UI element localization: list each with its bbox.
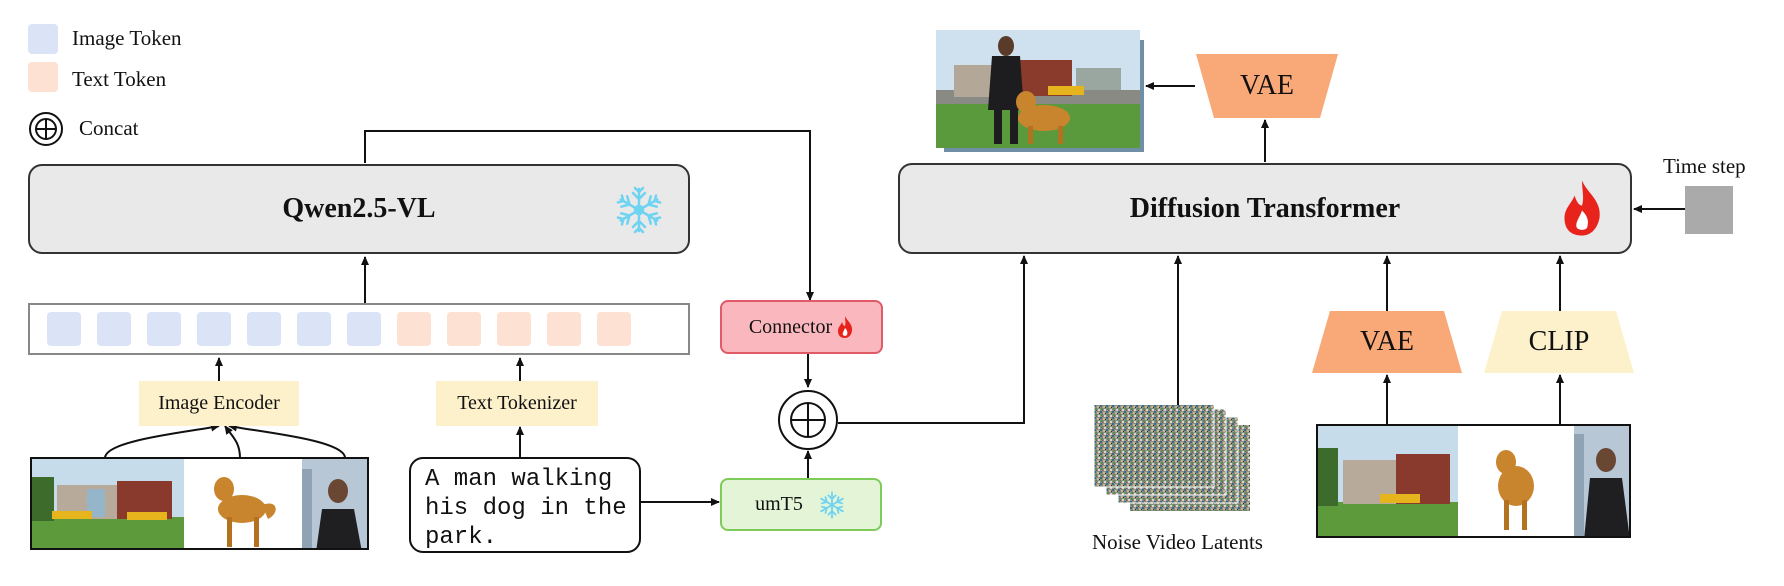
snowflake-icon bbox=[615, 186, 663, 234]
conditioning-images-picture bbox=[1318, 426, 1629, 536]
image3-to-encoder-arrow bbox=[228, 423, 346, 459]
umt5-label: umT5 bbox=[755, 493, 803, 515]
legend-image-token-label: Image Token bbox=[72, 26, 182, 50]
clip-label: CLIP bbox=[1528, 326, 1590, 357]
vae-decoder-shape bbox=[1196, 54, 1338, 118]
qwen-label: Qwen2.5-VL bbox=[282, 193, 436, 224]
vae-encoder-block: VAE bbox=[1312, 311, 1462, 373]
text-token bbox=[497, 312, 531, 346]
text-prompt: A man walking his dog in the park. bbox=[409, 457, 641, 553]
concat-icon bbox=[778, 390, 838, 450]
qwen-to-connector-arrow bbox=[364, 130, 814, 301]
image1-to-encoder-arrow bbox=[104, 423, 220, 459]
vae-decoder-block: VAE bbox=[1196, 54, 1338, 118]
concat-to-dit-arrow bbox=[838, 255, 1028, 424]
image-token bbox=[97, 312, 131, 346]
conditioning-reference-images bbox=[1316, 424, 1631, 538]
image-token bbox=[247, 312, 281, 346]
diffusion-transformer-block: Diffusion Transformer bbox=[898, 163, 1632, 254]
clip-block: CLIP bbox=[1484, 311, 1634, 373]
image2-to-encoder-arrow bbox=[224, 425, 241, 459]
vae-encoder-shape bbox=[1312, 311, 1462, 373]
vae-encoder-label: VAE bbox=[1360, 326, 1414, 357]
fire-icon bbox=[1564, 180, 1600, 236]
clip-shape bbox=[1484, 311, 1634, 373]
qwen-block: Qwen2.5-VL bbox=[28, 164, 690, 254]
output-video-picture bbox=[936, 30, 1144, 152]
legend-text-token-swatch bbox=[28, 62, 58, 92]
legend-concat-label: Concat bbox=[79, 116, 139, 140]
concat-legend-icon bbox=[29, 112, 63, 146]
image-token bbox=[347, 312, 381, 346]
image-token bbox=[47, 312, 81, 346]
connector-block: Connector bbox=[720, 300, 883, 354]
legend-text-token-label: Text Token bbox=[72, 67, 167, 91]
snowflake-icon bbox=[818, 491, 846, 518]
noise-latents-picture bbox=[1094, 405, 1250, 511]
text-tokenizer-block: Text Tokenizer bbox=[436, 381, 598, 426]
vae-decoder-label: VAE bbox=[1240, 70, 1294, 101]
input-reference-images bbox=[30, 457, 369, 550]
time-step-block bbox=[1685, 186, 1733, 234]
reference-images-picture bbox=[32, 459, 367, 548]
image-token bbox=[147, 312, 181, 346]
connector-label: Connector bbox=[748, 315, 833, 338]
text-token bbox=[397, 312, 431, 346]
legend-image-token-swatch bbox=[28, 24, 58, 54]
diffusion-transformer-label: Diffusion Transformer bbox=[1129, 192, 1401, 224]
time-step-label: Time step bbox=[1663, 154, 1746, 178]
output-video-frames bbox=[936, 30, 1156, 156]
fire-icon bbox=[838, 316, 853, 338]
token-sequence-bar bbox=[28, 303, 690, 355]
umt5-block: umT5 bbox=[720, 478, 882, 531]
text-token bbox=[597, 312, 631, 346]
noise-latents-label: Noise Video Latents bbox=[1092, 530, 1263, 554]
text-token bbox=[547, 312, 581, 346]
text-token bbox=[447, 312, 481, 346]
image-token bbox=[297, 312, 331, 346]
image-encoder-block: Image Encoder bbox=[139, 381, 299, 426]
image-token bbox=[197, 312, 231, 346]
